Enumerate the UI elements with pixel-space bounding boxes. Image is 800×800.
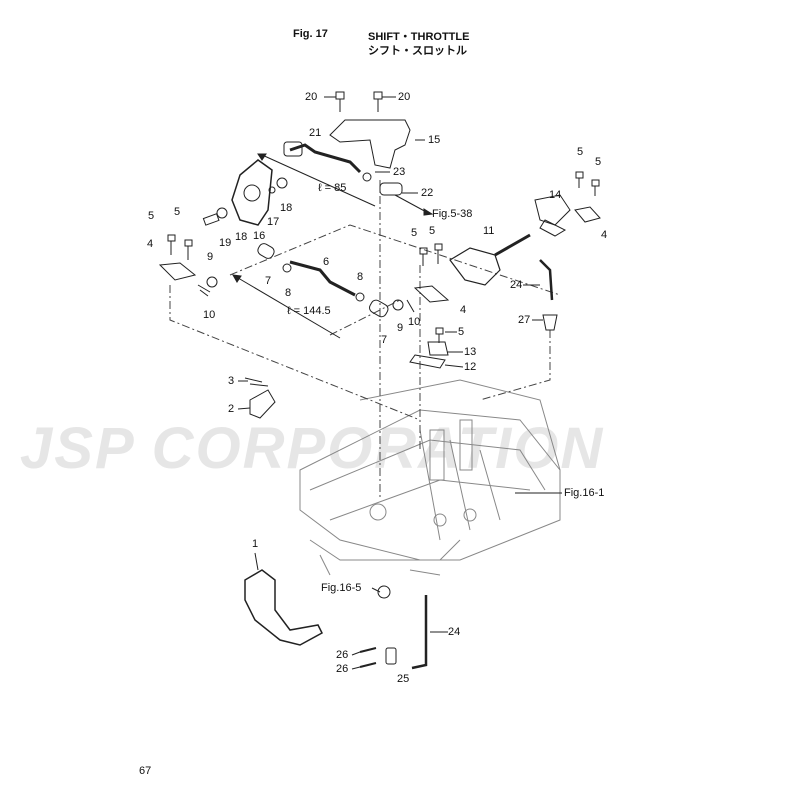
callout-7: 7 [265,275,272,287]
callout-19: 19 [219,237,232,249]
callout-5: 5 [429,225,436,237]
callout-4: 4 [601,229,608,241]
callout-26: 26 [336,663,349,675]
dimension-85: ℓ = 85 [318,182,347,194]
callout-5: 5 [148,210,155,222]
callout-11: 11 [483,225,495,237]
callout-18: 18 [280,202,293,214]
callout-9: 9 [397,322,404,334]
callout-24: 24 [448,626,461,638]
callout-22: 22 [421,187,434,199]
lever-2 [249,389,276,419]
bracket-15 [329,119,411,169]
callout-8: 8 [357,271,364,283]
callout-26: 26 [336,649,349,661]
callout-5: 5 [595,156,602,168]
callout-10: 10 [203,309,216,321]
clip-10 [197,284,415,313]
bracket-14 [534,194,571,226]
washer-9 [206,276,218,288]
plate-13 [427,341,449,356]
shift-lever-11 [449,247,501,286]
callout-6: 6 [323,256,330,268]
clip-3 [244,377,269,387]
callout-1: 1 [252,538,259,550]
callout-16: 16 [253,230,266,242]
dimension-144-5: ℓ = 144.5 [287,305,331,317]
rod-end-7 [257,243,275,259]
callout-23: 23 [393,166,406,178]
ref-fig-16-5: Fig.16-5 [321,582,362,594]
callout-17: 17 [267,216,280,228]
rod-24 [411,595,428,670]
throttle-cam-16 [231,159,273,226]
callout-18: 18 [235,231,248,243]
figure-number: Fig. 17 [293,28,328,40]
callout-15: 15 [428,134,441,146]
callout-13: 13 [464,346,477,358]
bolt-5 [167,171,600,343]
collar-25 [385,647,397,665]
engine-block [299,379,561,576]
nut-8 [282,263,292,273]
ref-fig-5-38: Fig.5-38 [432,208,473,220]
callout-20: 20 [305,91,318,103]
callout-4: 4 [460,304,467,316]
hose-24 [539,259,554,301]
callout-7: 7 [381,334,388,346]
callout-8: 8 [285,287,292,299]
plate-12 [409,354,446,369]
callout-14: 14 [549,189,562,201]
shift-handle-1 [244,569,323,646]
figure-title-japanese: シフト・スロットル [368,45,467,57]
grommet-27 [542,314,558,331]
link-rod-6 [289,260,356,297]
dimension-arrows [232,153,434,339]
callout-9: 9 [207,251,214,263]
page-number: 67 [139,765,152,777]
callout-5: 5 [174,206,181,218]
callout-27: 27 [518,314,531,326]
callout-20: 20 [398,91,411,103]
clamp-4 [158,206,601,303]
nut-23 [362,172,372,182]
leader-lines [237,96,562,670]
callout-24: 24 [510,279,523,291]
figure-title: SHIFT・THROTTLE [368,31,470,43]
pin-26 [359,647,377,668]
callout-5: 5 [577,146,584,158]
callout-12: 12 [464,361,477,373]
alignment-lines [169,180,561,500]
callout-3: 3 [228,375,235,387]
callout-5: 5 [458,326,465,338]
bolt-20 [335,91,383,112]
callout-4: 4 [147,238,154,250]
callout-2: 2 [228,403,235,415]
throttle-rod-21 [289,143,362,174]
ball-joint-22 [379,182,403,196]
washer [377,585,391,599]
ref-fig-16-1: Fig.16-1 [564,487,605,499]
callout-25: 25 [397,673,410,685]
callout-5: 5 [411,227,418,239]
washer-18 [276,177,288,189]
callout-21: 21 [309,127,322,139]
callout-10: 10 [408,316,421,328]
